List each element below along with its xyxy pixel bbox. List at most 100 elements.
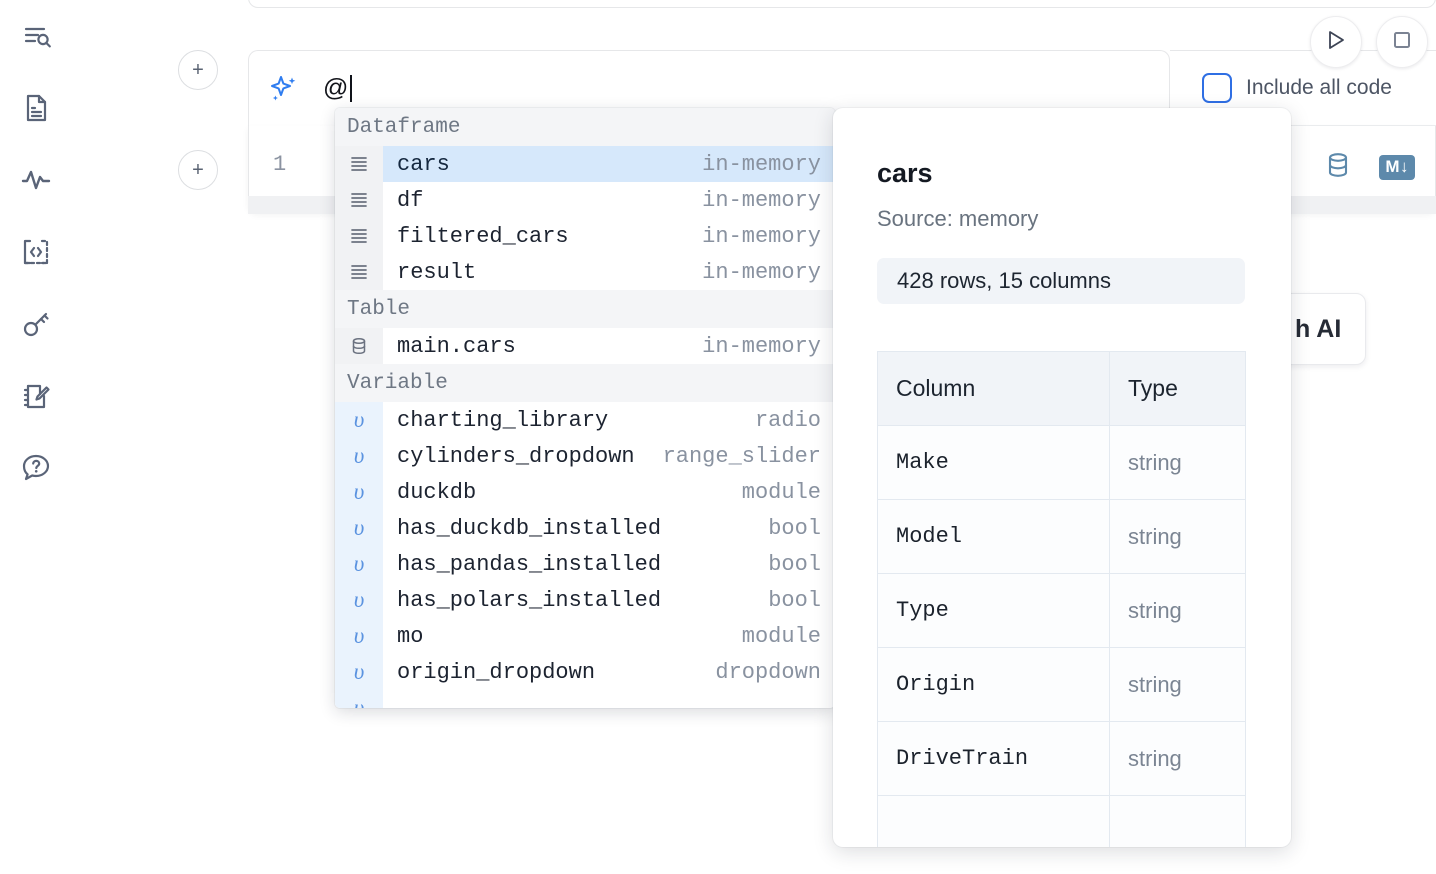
autocomplete-item-type: bool (768, 551, 821, 577)
ai-prompt-input[interactable]: @ (323, 74, 349, 102)
dataframe-icon (335, 218, 383, 254)
cell-run-controls (1310, 16, 1436, 68)
code-brackets-icon (20, 236, 52, 268)
autocomplete-item-type: module (741, 479, 821, 505)
autocomplete-item-name: main.cars (397, 333, 516, 359)
details-column-header: Type (1109, 351, 1246, 426)
run-cell-button[interactable] (1310, 16, 1362, 68)
sidebar-item-explorer-search[interactable] (12, 12, 60, 60)
autocomplete-item[interactable]: υ (335, 690, 835, 708)
variable-icon: υ (335, 690, 383, 708)
details-column-name: Model (877, 499, 1110, 574)
autocomplete-item-name: has_polars_installed (397, 587, 662, 613)
details-column-type (1109, 795, 1246, 847)
table-db-icon (335, 328, 383, 364)
autocomplete-item-type: bool (768, 515, 821, 541)
autocomplete-group-header: Dataframe (335, 108, 835, 146)
details-column-type: string (1109, 425, 1246, 500)
sidebar-item-snippets[interactable] (12, 228, 60, 276)
dataframe-icon (335, 254, 383, 290)
autocomplete-item-type: in-memory (702, 259, 821, 285)
details-column-header: Column (877, 351, 1110, 426)
text-caret (349, 75, 352, 102)
details-column-type: string (1109, 499, 1246, 574)
details-source: Source: memory (877, 206, 1039, 231)
question-chat-icon (20, 452, 52, 484)
autocomplete-item-type: range_slider (662, 443, 821, 469)
autocomplete-item-name: df (397, 187, 424, 213)
include-all-code-label: Include all code (1246, 76, 1392, 99)
autocomplete-item[interactable]: main.cars in-memory (335, 328, 835, 364)
autocomplete-item-name: has_duckdb_installed (397, 515, 662, 541)
completion-details-panel: cars Source: memory 428 rows, 15 columns… (833, 108, 1291, 847)
variable-icon: υ (335, 438, 383, 474)
sidebar-item-secrets[interactable] (12, 300, 60, 348)
autocomplete-item-body: has_pandas_installed bool (383, 546, 835, 582)
autocomplete-item-type: dropdown (715, 659, 821, 685)
autocomplete-item-body: result in-memory (383, 254, 835, 290)
add-cell-button-top[interactable]: + (178, 50, 218, 90)
markdown-icon[interactable]: M↓ (1379, 155, 1415, 180)
autocomplete-item-type: radio (754, 407, 821, 433)
sidebar-item-notebook-file[interactable] (12, 84, 60, 132)
generate-with-ai-label: h AI (1295, 314, 1342, 343)
autocomplete-item[interactable]: υ charting_library radio (335, 402, 835, 438)
autocomplete-item-name: filtered_cars (397, 223, 569, 249)
variable-icon: υ (335, 654, 383, 690)
details-shape-badge: 428 rows, 15 columns (877, 258, 1245, 304)
details-column-name: Type (877, 573, 1110, 648)
database-icon[interactable] (1323, 150, 1353, 185)
autocomplete-item-body: main.cars in-memory (383, 328, 835, 364)
dataframe-icon (335, 182, 383, 218)
variable-icon: υ (335, 402, 383, 438)
plus-icon: + (192, 159, 204, 181)
autocomplete-item-name: has_pandas_installed (397, 551, 662, 577)
autocomplete-item-type: in-memory (702, 333, 821, 359)
notepad-pencil-icon (20, 380, 52, 412)
sidebar-rail (0, 0, 72, 874)
sidebar-item-help[interactable] (12, 444, 60, 492)
autocomplete-group-header: Variable (335, 364, 835, 402)
search-list-icon (20, 20, 52, 52)
stop-cell-button[interactable] (1376, 16, 1428, 68)
ai-sparkle-icon (267, 72, 301, 106)
autocomplete-item-type: bool (768, 587, 821, 613)
details-column-type: string (1109, 573, 1246, 648)
cell-above-clipped (248, 0, 1436, 8)
stop-square-icon (1392, 30, 1412, 55)
include-all-code-checkbox[interactable] (1202, 73, 1232, 103)
add-cell-button-bottom[interactable]: + (178, 150, 218, 190)
autocomplete-item-name: result (397, 259, 477, 285)
details-column-name: DriveTrain (877, 721, 1110, 796)
autocomplete-item-body (383, 690, 835, 708)
autocomplete-item-body: has_duckdb_installed bool (383, 510, 835, 546)
autocomplete-item-name: charting_library (397, 407, 609, 433)
autocomplete-item-name: mo (397, 623, 424, 649)
sidebar-item-scratchpad[interactable] (12, 372, 60, 420)
sidebar-item-activity[interactable] (12, 156, 60, 204)
details-column-name: Origin (877, 647, 1110, 722)
details-title: cars (877, 158, 933, 188)
autocomplete-item[interactable]: result in-memory (335, 254, 835, 290)
